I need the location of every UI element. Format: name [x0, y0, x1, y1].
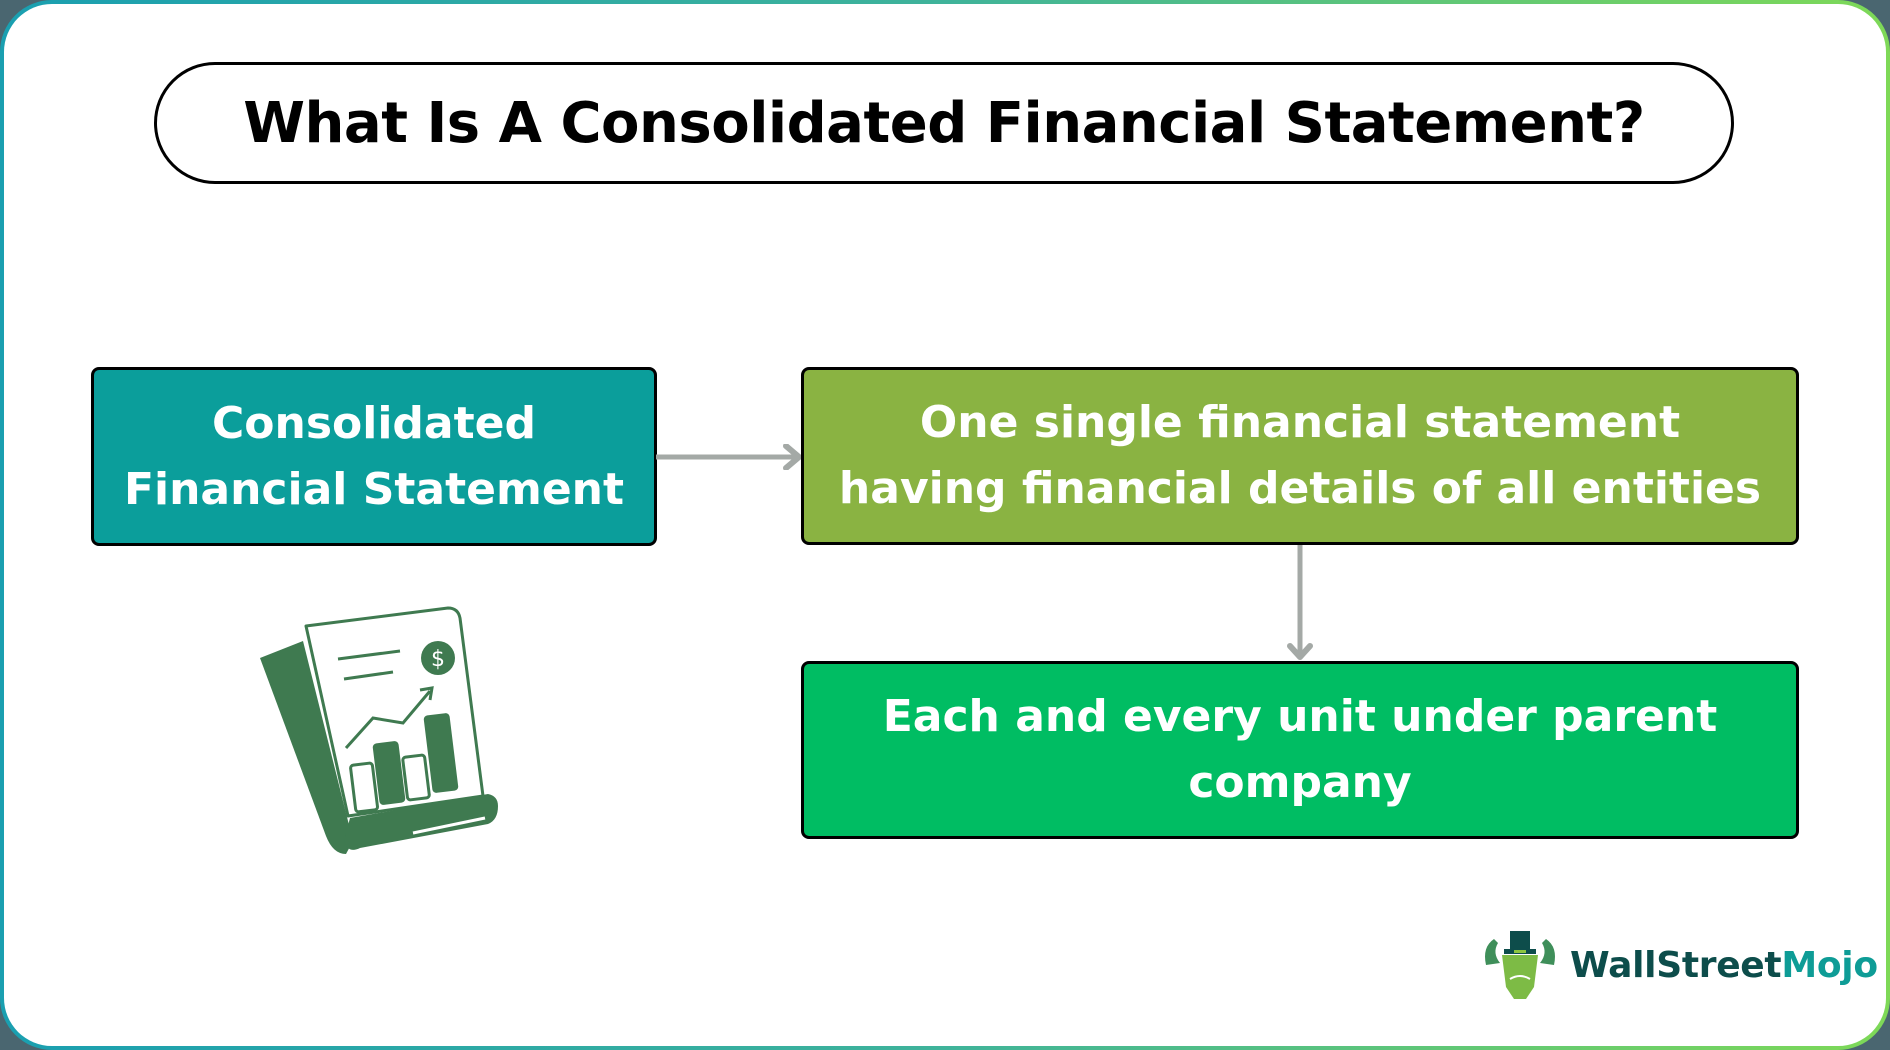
scope-line-2: company — [1188, 757, 1412, 808]
scope-line-1: Each and every unit under parent — [882, 691, 1718, 742]
logo-text-mojo: Mojo — [1781, 944, 1878, 986]
scope-box: Each and every unit under parent company — [801, 661, 1799, 839]
arrow-right-icon — [656, 444, 802, 470]
concept-box: Consolidated Financial Statement — [91, 367, 657, 546]
svg-text:$: $ — [431, 647, 445, 672]
definition-box: One single financial statement having fi… — [801, 367, 1799, 545]
wallstreetmojo-logo: WallStreetMojo — [1480, 925, 1878, 1005]
title-pill: What Is A Consolidated Financial Stateme… — [154, 62, 1734, 184]
definition-line-1: One single financial statement — [919, 397, 1681, 448]
definition-line-2: having financial details of all entities — [838, 463, 1762, 514]
page-title: What Is A Consolidated Financial Stateme… — [243, 90, 1645, 156]
financial-report-icon: $ — [260, 606, 498, 854]
concept-line-1: Consolidated — [212, 397, 536, 449]
logo-text-wallstreet: WallStreet — [1570, 944, 1782, 986]
concept-line-2: Financial Statement — [123, 463, 625, 515]
bull-icon — [1485, 931, 1555, 999]
arrow-down-icon — [1287, 545, 1313, 660]
